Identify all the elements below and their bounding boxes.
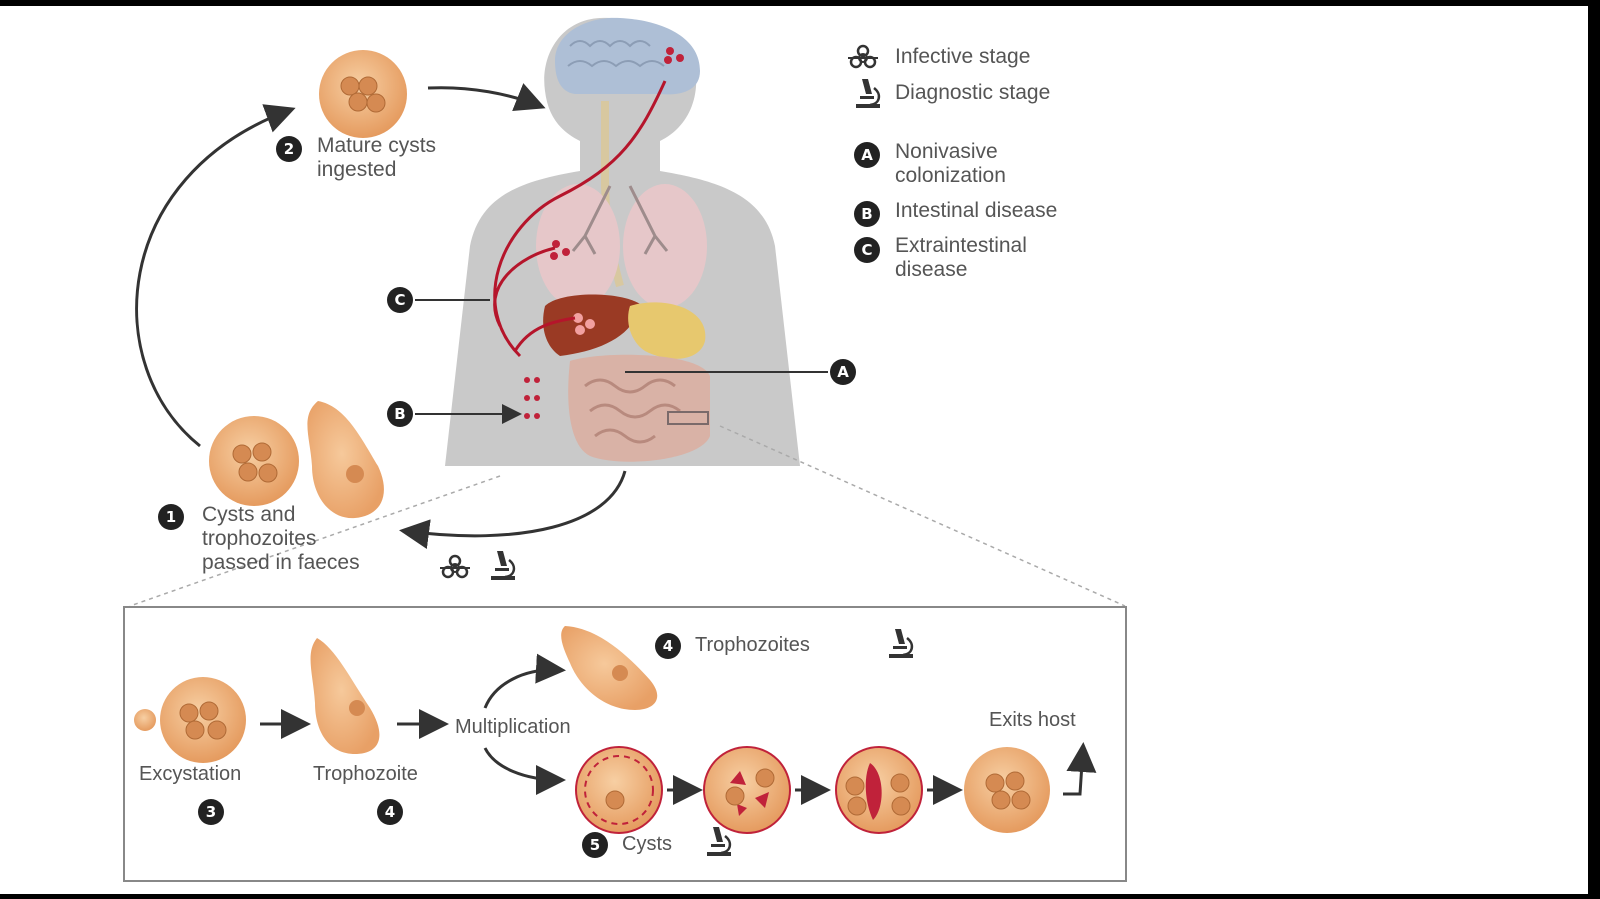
legend-nonivasive-colonization: Nonivasive colonization [895, 140, 1006, 187]
microscope-icon [487, 548, 517, 587]
cyst-stage-4 [964, 747, 1050, 833]
diagram-canvas: Infective stage Diagnostic stage A Noniv… [0, 6, 1588, 894]
cyst-stage-3 [835, 746, 923, 834]
arrow-excretion [399, 470, 627, 549]
label-multiplication: Multiplication [455, 716, 571, 738]
arrow-return-cycle [135, 104, 296, 448]
badge-stage-3: 3 [198, 799, 224, 825]
cyst-stage-1 [575, 746, 663, 834]
legend-diagnostic-stage: Diagnostic stage [895, 81, 1051, 104]
stage-1-badge: 1 [158, 504, 184, 530]
passed-trophozoite [307, 401, 384, 519]
diagram-graphics [129, 17, 1126, 607]
passed-cyst [209, 416, 299, 506]
legend-badge-b: B [854, 201, 880, 227]
legend-badge-c: C [854, 237, 880, 263]
stage-2-label: Mature cysts ingested [317, 134, 437, 181]
body-badge-c: C [387, 287, 413, 313]
cyst-stage-2 [703, 746, 791, 834]
inset-graphics [134, 626, 1097, 834]
human-body [445, 17, 800, 466]
badge-stage-4-trophozoite: 4 [377, 799, 403, 825]
stage-1-label: Cysts and trophozoites passed in faeces [202, 503, 360, 574]
stomach [628, 302, 706, 359]
mature-cyst [319, 50, 407, 138]
arrow-exits-host [1063, 742, 1097, 796]
extraintestinal-paths [493, 80, 667, 358]
biohazard-icon [846, 44, 880, 77]
legend-extraintestinal-disease: Extraintestinal disease [895, 234, 1027, 281]
trophozoite-cell [310, 638, 380, 755]
legend-infective-stage: Infective stage [895, 45, 1031, 68]
body-badge-b: B [387, 401, 413, 427]
legend-badge-a: A [854, 142, 880, 168]
microscope-icon [852, 76, 882, 115]
intestinal-cycle-inset: Excystation 3 Trophozoite 4 Multiplicati… [123, 606, 1127, 882]
label-excystation: Excystation [139, 763, 242, 785]
label-trophozoite: Trophozoite [313, 763, 418, 785]
label-cysts: Cysts [622, 833, 672, 855]
arrow-ingestion [427, 83, 546, 112]
stage-2-badge: 2 [276, 136, 302, 162]
right-lung [623, 184, 707, 308]
label-trophozoites: Trophozoites [695, 634, 810, 656]
legend-intestinal-disease: Intestinal disease [895, 199, 1058, 222]
brain [555, 17, 700, 95]
multiplied-trophozoite [561, 626, 658, 710]
microscope-icon [703, 824, 733, 863]
body-badge-a: A [830, 359, 856, 385]
excystation-cyst [134, 677, 246, 763]
badge-stage-4-trophozoites: 4 [655, 633, 681, 659]
microscope-icon [885, 626, 915, 665]
badge-stage-5: 5 [582, 832, 608, 858]
biohazard-icon [438, 554, 472, 587]
label-exits-host: Exits host [989, 709, 1076, 731]
intestines [568, 354, 710, 462]
